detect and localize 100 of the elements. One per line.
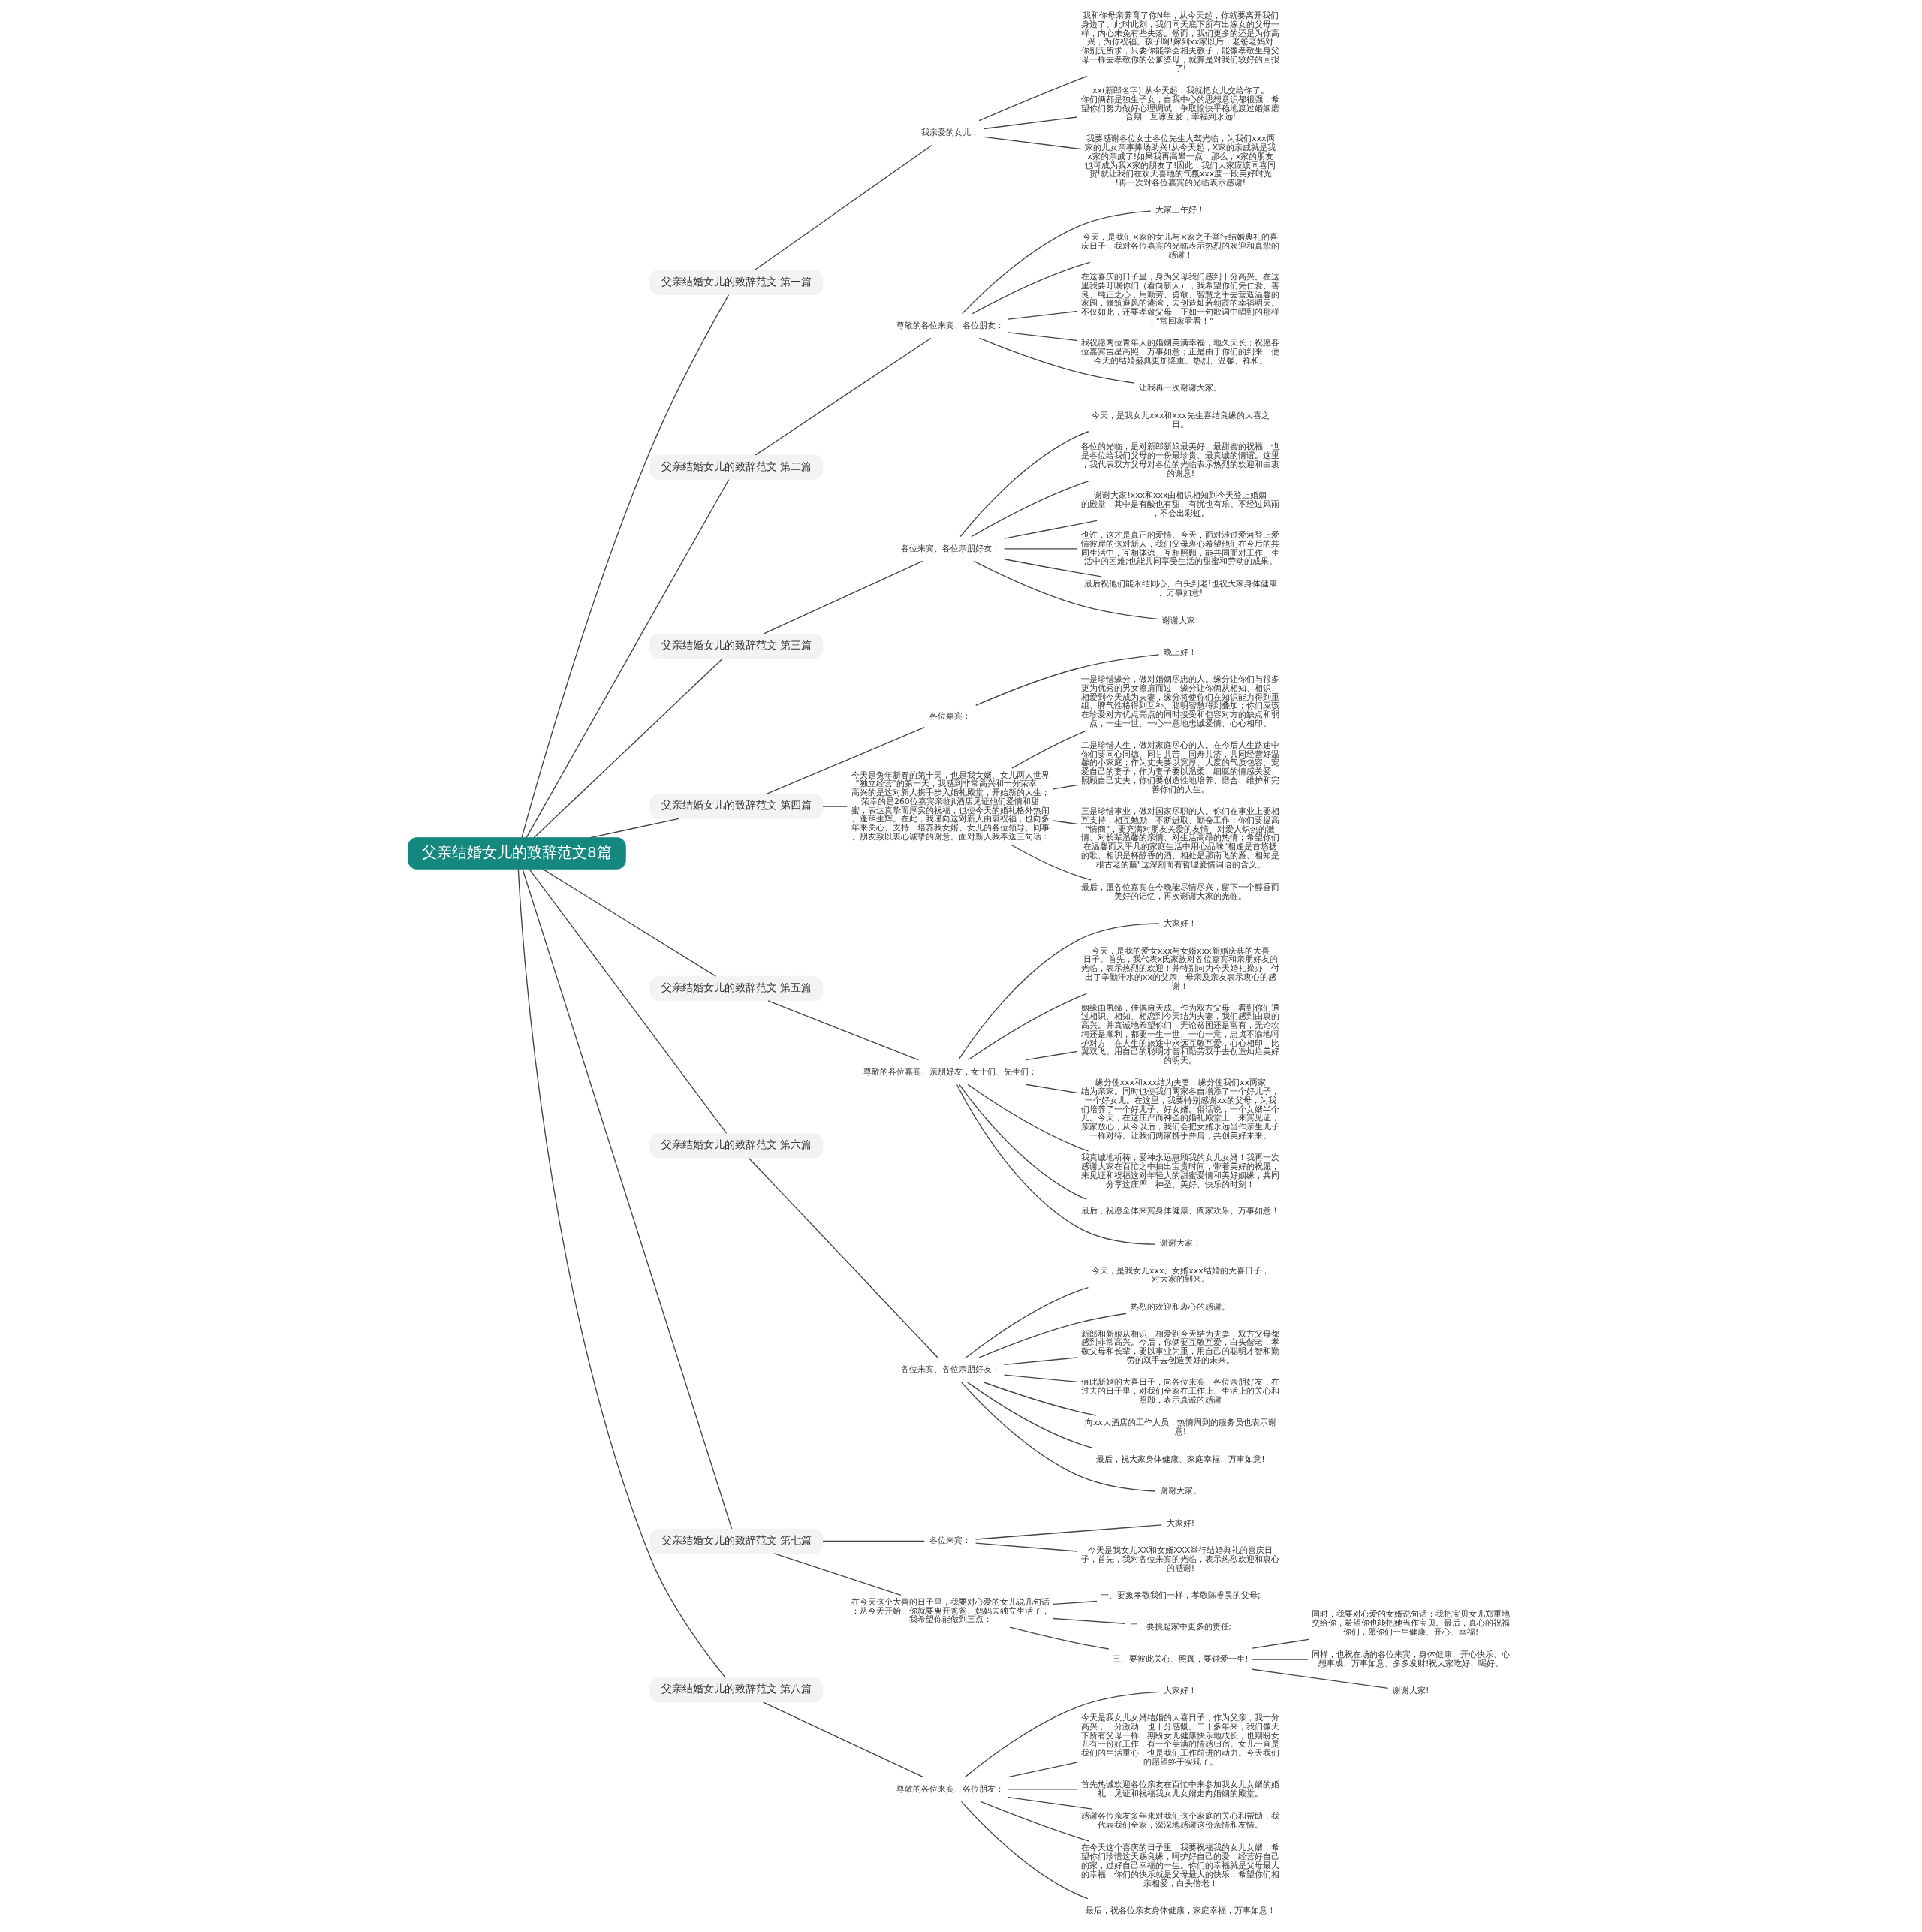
node-text: 一、要象孝敬我们一样，孝敬陈睿昊的父母;: [1101, 1590, 1261, 1600]
node-text: 我亲爱的女儿：: [921, 127, 980, 137]
connector: [980, 1801, 1090, 1842]
connector: [968, 993, 1088, 1061]
node-text: 尊敬的各位来宾、各位朋友：: [896, 320, 1005, 330]
node-text: 大家好！: [1164, 918, 1197, 929]
node-text: 在今天这个大喜的日子里，我要对心爱的女儿说几句话：从今天开始，你就要离开爸爸、妈妈去独立生活了，我希望你能做到三点：: [851, 1596, 1050, 1625]
node-text: 三是珍惜事业，做对国家尽职的人。你们在事业上要相互支持，相互勉励、不断进取、勤奋工作；你们要提高"情商"，要充满对朋友关爱的友情、对爱人炽热的激情、对长辈温馨的亲情、对生活高昂的热情；希望你们在温馨而又平凡的家庭生活中用心品味"相逢是首悠扬的歌、相识是杯醇香的酒、相处是那南飞的雁、相知是根古老的藤"这深刻而有哲理爱情词语的含义。: [1081, 806, 1280, 870]
connector: [1252, 1638, 1309, 1649]
connector: [1053, 820, 1078, 825]
node-text: 各位来宾、各位亲朋好友：: [900, 1364, 1000, 1375]
connector: [960, 1382, 1156, 1492]
node-text: 今天是我女儿XX和女婿XXX举行结婚典礼的喜庆日子，首先，我对各位来宾的光临，表示热烈欢迎和衷心的感谢!: [1081, 1545, 1280, 1573]
connector: [975, 1542, 1078, 1552]
connector: [983, 1382, 1097, 1416]
connector: [961, 210, 1152, 315]
node-text: 大家上午好！: [1155, 204, 1206, 215]
node-text: 我真诚地祈祷，爱神永远惠顾我的女儿女婿！我再一次感谢大家在百忙之中抽出宝贵时间，带着美好的祝愿，来见证和祝福这对年轻人的甜蜜爱情和美好姻缘，共同分享这庄严、神圣、美好、快乐的时刻！: [1081, 1153, 1280, 1189]
connector: [1009, 1626, 1110, 1650]
node-text: 值此新婚的大喜日子，向各位来宾、各位亲朋好友，在过去的日子里，对我们全家在工作上、生活上的关心和照顾，表示真诚的感谢: [1081, 1377, 1280, 1405]
connector: [822, 1540, 925, 1542]
connector: [956, 1084, 1155, 1245]
node-box: 父亲结婚女儿的致辞范文 第七篇: [649, 1528, 824, 1554]
node-text: 最后，祝大家身体健康、家庭幸福、万事如意!: [1096, 1454, 1265, 1464]
node-text: 谢谢大家！: [1159, 1237, 1201, 1248]
connector: [972, 261, 1091, 315]
node-text: 大家好！: [1164, 1686, 1197, 1696]
connector: [526, 479, 730, 839]
node-text: 我要感谢各位女士各位先生大驾光临，为我们xxx两家的儿女亲事捧场助兴!从今天起，X家的亲戚就是我x家的亲戚了!如果我再高攀一点，那么，x家的朋友也可成为我X家的朋友了!因此，我们大家应该同喜同贺!就让我们在欢天喜地的气氛xxx度一段美好时光!再一次对各位嘉宾的光临表示感谢!: [1085, 134, 1276, 188]
connector: [966, 1382, 1093, 1448]
node-text: 最后，祝各位亲友身体健康，家庭幸福，万事如意！: [1085, 1905, 1276, 1915]
connector: [1008, 310, 1078, 320]
node-text: 二、要挑起家中更多的责任;: [1129, 1622, 1232, 1632]
connector: [975, 1524, 1163, 1540]
connector: [522, 868, 733, 1530]
connector: [748, 1157, 938, 1358]
node-text: 在今天这个喜庆的日子里，我要祝福我的女儿女婿，希望你们珍惜这天赐良缘，呵护好自己的爱，经营好自己的家，过好自己幸福的一生。你们的幸福就是父母最大的幸福，你们的快乐就是父母最大的快乐，希望你们相亲相爱，白头偕老！: [1081, 1843, 1280, 1888]
connector: [983, 116, 1078, 130]
connector: [589, 818, 679, 839]
node-text: 首先热诚欢迎各位亲友在百忙中来参加我女儿女婿的婚礼，见证和祝福我女儿女婿走向婚姻的殿堂。: [1081, 1779, 1280, 1798]
node-text: 大家好!: [1166, 1518, 1195, 1528]
connector: [1053, 784, 1078, 790]
connector: [763, 560, 923, 634]
node-text: 感谢各位亲友多年来对我们这个家庭的关心和帮助，我代表我们全家，深深地感谢这份亲情和友情。: [1081, 1811, 1280, 1831]
node-text: 晚上好！: [1164, 647, 1197, 658]
node-box: 父亲结婚女儿的致辞范文 第六篇: [649, 1132, 824, 1159]
connector: [971, 480, 1090, 538]
node-text: 在这喜庆的日子里，身为父母我们感到十分高兴。在这里我要叮嘱你们（看向新人），我希望你们凭仁爱、善良、纯正之心，用勤劳、勇敢、智慧之手去营造温馨的家园，修筑避风的港湾，去创造灿若朝霞的幸福明天。不仅如此，还要孝敬父母，正如一句歌词中唱到的那样："常回家看看！": [1081, 272, 1280, 326]
connector: [959, 1084, 1087, 1200]
connector: [754, 144, 932, 271]
connector: [978, 337, 1135, 384]
connector: [1053, 1600, 1098, 1605]
node-text: 各位来宾：: [929, 1536, 972, 1546]
node-box: 父亲结婚女儿的致辞范文 第三篇: [649, 633, 824, 659]
connector: [773, 1553, 902, 1596]
node-text: 也许，这才是真正的爱情。今天，面对涉过爱河登上爱情彼岸的这对新人，我们父母衷心希望他们在今后的共同生活中，互相体谅、互相照顾，能共同面对工作、生活中的困难;也能共同享受生活的甜蜜和劳动的成果。: [1081, 530, 1280, 567]
connector: [521, 294, 730, 839]
connector: [1004, 559, 1102, 577]
node-text: 我祝愿两位青年人的婚姻美满幸福，地久天长；祝愿各位嘉宾吉星高照，万事如意；正是由于你们的到来，使今天的结婚盛典更加隆重、热烈、温馨、祥和。: [1081, 338, 1280, 366]
node-text: 热烈的欢迎和衷心的感谢。: [1131, 1301, 1231, 1312]
node-box: 父亲结婚女儿的致辞范文8篇: [408, 837, 626, 870]
node-text: 今天，是我的爱女xxx与女婿xxx新婚庆典的大喜日子。首先，我代表x氏家族对各位嘉宾和亲朋好友的光临，表示热烈的欢迎！并特别向为今天婚礼操办，付出了辛勤汗水的xx的父亲、母亲及亲友表示衷心的感谢！: [1081, 945, 1280, 991]
node-box: 父亲结婚女儿的致辞范文 第八篇: [649, 1677, 824, 1703]
node-text: 谢谢大家!xxx和xxx由相识相知到今天登上婚姻的殿堂，其中是有酸也有甜、有忧也有乐。不经过风雨，不会出彩虹。: [1081, 490, 1280, 518]
node-text: 姻缘由夙缔，佳偶自天成。作为双方父母，看到你们通过相识、相知、相恋到今天结为夫妻，我们感到由衷的高兴。并真诚地希望你们，无论贫困还是富有，无论坎坷还是顺利，都要一生一世、一心一意，忠贞不渝地呵护对方，在人生的旅途中永远互敬互爱，心心相印，比翼双飞。用自己的聪明才智和勤劳双手去创造灿烂美好的明天。: [1081, 1002, 1280, 1066]
node-text: 新郎和新娘从相识、相爱到今天结为夫妻，双方父母都感到非常高兴。今后，你俩要互敬互爱，白头偕老，孝敬父母和长辈，要以事业为重，用自己的聪明才智和勤劳的双手去创造美好的未来。: [1081, 1328, 1280, 1365]
connector: [964, 1691, 1160, 1778]
connector: [1011, 730, 1086, 769]
node-text: 今天，是我们×家的女儿与×家之子举行结婚典礼的喜庆日子，我对各位嘉宾的光临表示热烈的欢迎和真挚的感谢！: [1081, 232, 1280, 260]
node-text: 谢谢大家!: [1162, 615, 1199, 625]
node-text: 今天，是我女儿xxx和xxx先生喜结良缘的大喜之日。: [1092, 410, 1270, 430]
connector: [1252, 1659, 1309, 1660]
node-text: 尊敬的各位嘉宾、亲朋好友，女士们、先生们：: [863, 1066, 1038, 1077]
connector: [975, 654, 1160, 707]
node-text: 同时，我要对心爱的女婿说句话：我把宝贝女儿郑重地交给你，希望你也能把她当作宝贝。最后，真心的祝福你们，愿你们一生健康、开心、幸福!: [1312, 1609, 1511, 1637]
connector: [1008, 1796, 1093, 1810]
node-text: 最后，愿各位嘉宾在今晚能尽情尽兴，留下一个醇香而美好的记忆，再次谢谢大家的光临。: [1081, 882, 1280, 901]
node-text: 今天，是我女儿xxx、女婿xxx结婚的大喜日子，对大家的到来。: [1092, 1265, 1270, 1285]
connector: [1010, 844, 1092, 881]
node-text: 让我再一次谢谢大家。: [1139, 383, 1222, 393]
connector: [967, 1084, 1089, 1152]
connector: [767, 1000, 919, 1061]
connector: [965, 1287, 1089, 1358]
connector: [765, 726, 925, 795]
connector: [1004, 520, 1098, 539]
connector: [542, 868, 717, 977]
node-text: 三、要彼此关心、照顾，要钟爱一生!: [1113, 1653, 1249, 1664]
connector: [1053, 1617, 1126, 1624]
node-box: 父亲结婚女儿的致辞范文 第一篇: [649, 270, 824, 295]
connector: [1025, 1050, 1078, 1061]
node-text: 缘分使xxx和xxx结为夫妻，缘分使我们xx两家结为亲家。同时也使我们两家各自增添了一个好儿子，一个好女儿。在这里，我要特别感谢xx的父母，为我们培养了一个好儿子、好女婿。俗话说，一个女婿半个儿。今天，在这庄严而神圣的婚礼殿堂上，来宾见证，亲家放心，从今以后，我们会把女婿永远当作亲生儿子一样对待。让我们两家携手并肩，共创美好未来。: [1081, 1078, 1280, 1141]
connector: [983, 136, 1083, 150]
connector: [1003, 548, 1078, 550]
connector: [1003, 1374, 1078, 1383]
connector: [1025, 1084, 1078, 1094]
connector: [978, 1313, 1127, 1358]
connector: [763, 1701, 924, 1778]
connector: [1008, 332, 1078, 342]
node-text: 各位嘉宾：: [929, 711, 972, 722]
connector: [822, 806, 848, 807]
